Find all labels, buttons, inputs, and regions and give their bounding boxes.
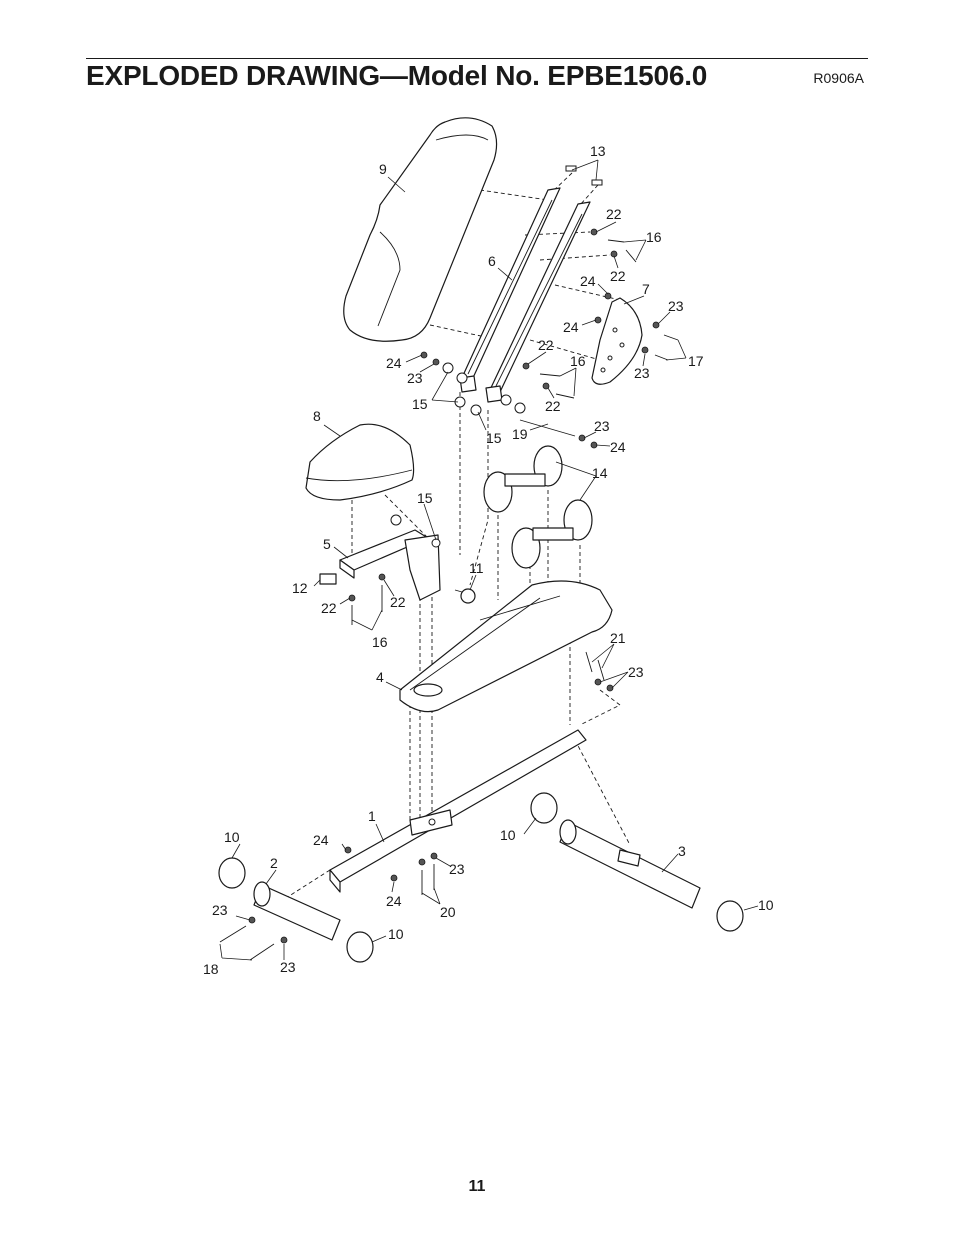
callout-12: 12 [292,580,308,596]
callout-labels: 9 6 13 22 16 22 24 7 23 24 17 23 24 23 1… [203,143,774,977]
backrest-frame [459,187,591,403]
main-frame [329,729,587,893]
end-cap [319,573,337,585]
page-number: 11 [468,1178,486,1195]
callout-23-f: 23 [449,861,465,877]
callout-10-b: 10 [388,926,404,942]
callout-11: 11 [469,560,484,576]
callout-3: 3 [678,843,686,859]
callout-22-e: 22 [321,600,337,616]
callout-13: 13 [590,143,606,159]
callout-10-a: 10 [224,829,240,845]
adjustment-knob [454,588,476,604]
header-rule [86,58,868,59]
front-stabilizer [253,881,341,941]
callout-8: 8 [313,408,321,424]
callout-22-d: 22 [545,398,561,414]
callout-23-e: 23 [628,664,644,680]
callout-22-c: 22 [538,337,554,353]
callout-24-d: 24 [610,439,626,455]
callout-9: 9 [379,161,387,177]
callout-18: 18 [203,961,219,977]
callout-22-b: 22 [610,268,626,284]
callout-10-c: 10 [500,827,516,843]
dumbbells [483,445,593,569]
callout-24-f: 24 [386,893,402,909]
callout-22-f: 22 [390,594,406,610]
callout-24-b: 24 [563,319,579,335]
callout-24-e: 24 [313,832,329,848]
page-title: EXPLODED DRAWING—Model No. EPBE1506.0 [86,60,708,91]
callout-15-c: 15 [417,490,433,506]
callout-16-b: 16 [570,353,586,369]
rear-stabilizer [559,819,701,909]
foot-caps [218,792,744,963]
document-code: R0906A [813,70,864,86]
callout-15-a: 15 [412,396,428,412]
seat-post [339,514,441,601]
callout-7: 7 [642,281,650,297]
callout-14: 14 [592,465,608,481]
callout-23-c: 23 [407,370,423,386]
callout-16-c: 16 [372,634,388,650]
callout-21: 21 [610,630,626,646]
callout-23-d: 23 [594,418,610,434]
callout-23-h: 23 [280,959,296,975]
callout-1: 1 [368,808,376,824]
callout-20: 20 [440,904,456,920]
callout-22-a: 22 [606,206,622,222]
callout-23-g: 23 [212,902,228,918]
back-pad [343,117,498,342]
callout-19: 19 [512,426,528,442]
seat-pad [305,423,415,501]
callout-5: 5 [323,536,331,552]
leader-lines [219,159,759,961]
callout-23-a: 23 [668,298,684,314]
callout-4: 4 [376,669,384,685]
bracket-plate [591,297,643,385]
callout-24-a: 24 [580,273,596,289]
callout-2: 2 [270,855,278,871]
callout-10-d: 10 [758,897,774,913]
dumbbell-base [399,580,613,713]
callout-6: 6 [488,253,496,269]
callout-23-b: 23 [634,365,650,381]
callout-24-c: 24 [386,355,402,371]
hardware [219,165,679,961]
callout-15-b: 15 [486,430,502,446]
callout-16-a: 16 [646,229,662,245]
callout-17: 17 [688,353,704,369]
